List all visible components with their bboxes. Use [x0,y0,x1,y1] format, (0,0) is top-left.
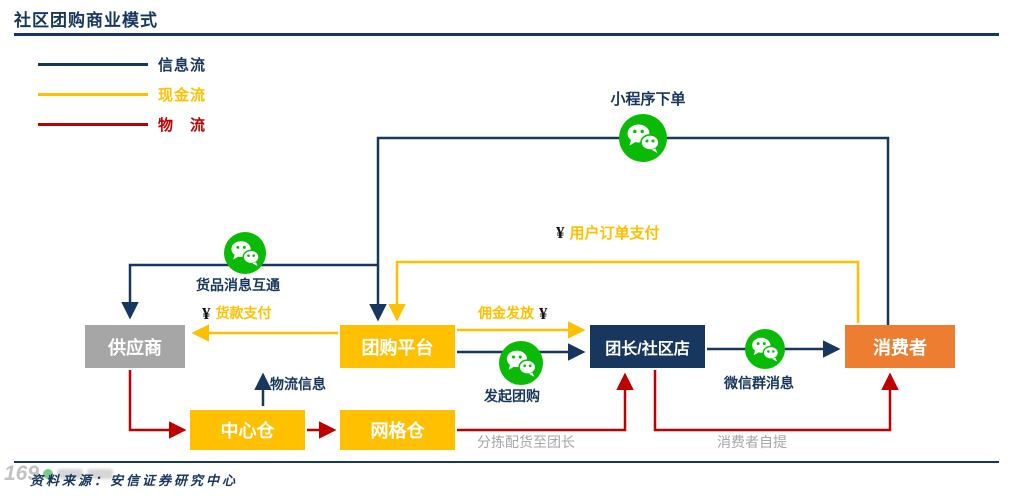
wechat-icon [224,232,266,274]
node-leader-community-store: 团长/社区店 [590,325,705,368]
legend-item-info-flow: 信息流 [38,54,206,75]
commission-label: 佣金发放 ¥ [478,303,548,323]
watermark-dot [43,468,54,479]
watermark-blur-bar [87,468,114,479]
commission-text: 佣金发放 [478,305,534,321]
watermark-logo: 169 [4,462,114,485]
wechat-icon [499,341,543,385]
legend-label: 信息流 [158,57,207,74]
self-pickup-label: 消费者自提 [717,434,787,450]
yen-icon: ¥ [556,223,565,242]
cash-flow-line-sample [38,93,148,96]
flow-user-order-payment [388,260,860,323]
yen-icon: ¥ [539,303,548,323]
node-grid-warehouse: 网格仓 [340,410,455,450]
source-note: 资料来源：安信证券研究中心 [30,473,239,488]
sorting-delivery-label: 分拣配货至团长 [477,434,575,450]
goods-payment-text: 货款支付 [215,305,272,321]
logistics-flow-line-sample [38,123,148,126]
info-flow-line-sample [38,63,148,66]
wechat-icon [745,329,785,369]
order-payment-text: 用户订单支付 [569,225,660,242]
footer-divider [14,461,999,463]
page-title: 社区团购商业模式 [14,11,158,30]
legend-label: 现金流 [158,87,207,104]
watermark-text: 169 [4,462,40,485]
yen-icon: ¥ [202,303,211,323]
node-supplier: 供应商 [85,325,185,368]
logistics-info-label: 物流信息 [270,376,326,392]
legend-item-cash-flow: 现金流 [38,84,206,105]
goods-payment-label: ¥ 货款支付 [202,303,272,323]
node-central-warehouse: 中心仓 [190,410,305,450]
mini-program-order-label: 小程序下单 [610,91,686,108]
order-payment-label: ¥ 用户订单支付 [556,222,660,243]
initiate-groupbuy-label: 发起团购 [484,388,540,404]
wechat-icon [619,114,667,162]
wechat-group-message-label: 微信群消息 [724,375,794,391]
node-consumer: 消费者 [845,325,955,368]
legend-item-logistics-flow: 物 流 [38,114,206,135]
legend-label: 物 流 [158,117,207,134]
goods-info-label: 货品消息互通 [196,277,280,293]
flow-supplier-to-central-warehouse [128,370,187,439]
node-groupbuy-platform: 团购平台 [340,325,455,368]
title-divider [14,33,999,36]
watermark-blur-bar [57,468,84,479]
